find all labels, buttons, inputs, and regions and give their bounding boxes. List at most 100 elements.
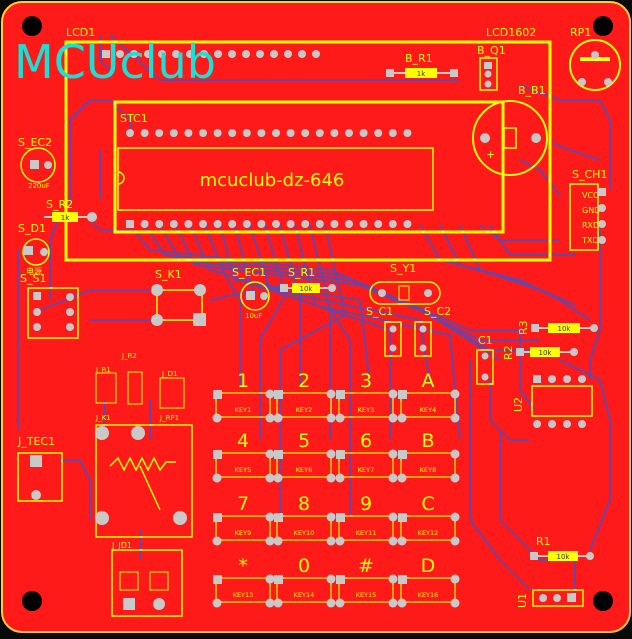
label-jrp1: J_RP1 [159,414,179,422]
keypad-key-4: A KEY4 [397,370,460,423]
keypad-symbol: * [238,555,248,577]
label-u2: U2 [512,397,525,412]
label-sch1: S_CH1 [572,168,607,181]
reset-key-sk1 [151,284,206,326]
silkscreen-labels: LCD1 LCD1602 RP1 B_R1 B_Q1 B_B1 STC1 S_E… [17,26,607,550]
board-center-label: mcuclub-dz-646 [200,170,345,191]
keypad-key-name: KEY4 [420,406,436,414]
keypad-symbol: 3 [360,370,372,392]
keypad-key-name: KEY6 [296,466,312,474]
keypad-symbol: 2 [298,370,310,392]
label-jk1: J_K1 [95,414,111,422]
label-sk1: S_K1 [155,268,182,281]
label-r2: R2 [502,345,515,360]
connector-jtec1 [17,452,63,502]
label-rxd: RXD [582,221,599,230]
keypad-key-8: B KEY8 [397,430,460,483]
sr1-value: 10k [300,285,314,293]
keypad-key-13: *KEY13 [212,555,275,608]
label-sd1: S_D1 [18,222,46,235]
led-sd1 [22,238,50,266]
label-sr1: S_R1 [288,266,315,279]
br1-value: 1k [417,70,426,78]
keypad-symbol: 6 [360,430,372,452]
keypad-key-16: D KEY16 [397,555,460,608]
label-r3: R3 [517,320,530,335]
label-sy1: S_Y1 [390,262,416,275]
chip-u2 [531,375,593,428]
relay-block [95,371,193,538]
mcuclub-watermark: MCUclub [14,35,216,89]
keypad-symbol: # [358,555,374,577]
keypad-key-name: KEY3 [358,406,374,414]
serial-header-sch1 [569,183,606,251]
svg-text:+: + [486,148,495,161]
sr2-value: 1k [61,214,70,222]
label-gnd: GND [582,206,600,215]
stc1-outline [113,100,505,234]
keypad-key-name: KEY16 [418,591,439,599]
label-bq1: B_Q1 [477,44,506,57]
label-u1: U1 [516,593,529,608]
label-sec1-value: 10uF [245,312,262,320]
terminal-jjd1 [111,549,183,617]
keypad-key-name: KEY15 [356,591,377,599]
keypad-symbol: D [421,555,436,577]
lcd-outline [64,40,552,262]
label-br1: B_R1 [405,52,433,65]
keypad-symbol: 9 [360,493,372,515]
resistor-r3: 10k [531,323,598,333]
keypad-key-name: KEY7 [358,466,374,474]
label-sec1: S_EC1 [232,266,266,279]
label-sc2: S_C2 [424,305,451,318]
keypad-symbol: 4 [237,430,249,452]
label-c1: C1 [478,334,493,347]
label-jr1: J_R1 [95,366,111,374]
r1-value: 10k [557,553,571,561]
label-lcd1: LCD1 [66,26,95,39]
label-ss1: S_S1 [20,272,46,285]
r3-value: 10k [558,325,572,333]
stc1-chip-body [117,147,434,211]
resistor-r2: 10k [516,347,578,357]
keypad-key-name: KEY10 [294,529,315,537]
keypad-key-name: KEY5 [235,466,251,474]
keypad-symbol: 1 [237,370,249,392]
resistor-sr2: 1k [44,212,97,222]
keypad-symbol: 8 [298,493,310,515]
potentiometer-rp1 [569,39,621,91]
label-jjd1: J_JD1 [111,541,132,550]
resistor-br1: 1k [386,68,458,78]
label-sec2: S_EC2 [18,136,52,149]
keypad-key-15: # KEY15 [335,555,398,608]
label-jtec1: J_TEC1 [17,435,55,448]
crystal-sy1 [369,281,441,305]
keypad-symbol: 0 [298,555,310,577]
keypad-key-name: KEY1 [235,406,251,414]
transistor-bq1 [479,57,498,91]
label-sc1: S_C1 [366,305,393,318]
label-stc1: STC1 [120,112,148,125]
keypad-key-name: KEY14 [294,591,315,599]
keypad-key-name: KEY8 [420,466,436,474]
label-sec2-value: 220uF [28,182,50,190]
label-bb1: B_B1 [518,84,546,97]
lcd-header-pads [102,50,320,58]
label-txd: TXD [581,236,599,245]
mounting-holes [22,16,613,611]
keypad-symbol: B [421,430,434,452]
capacitor-sc1 [384,321,402,357]
label-lcd1602: LCD1602 [486,26,536,39]
keypad-symbol: A [422,370,435,392]
